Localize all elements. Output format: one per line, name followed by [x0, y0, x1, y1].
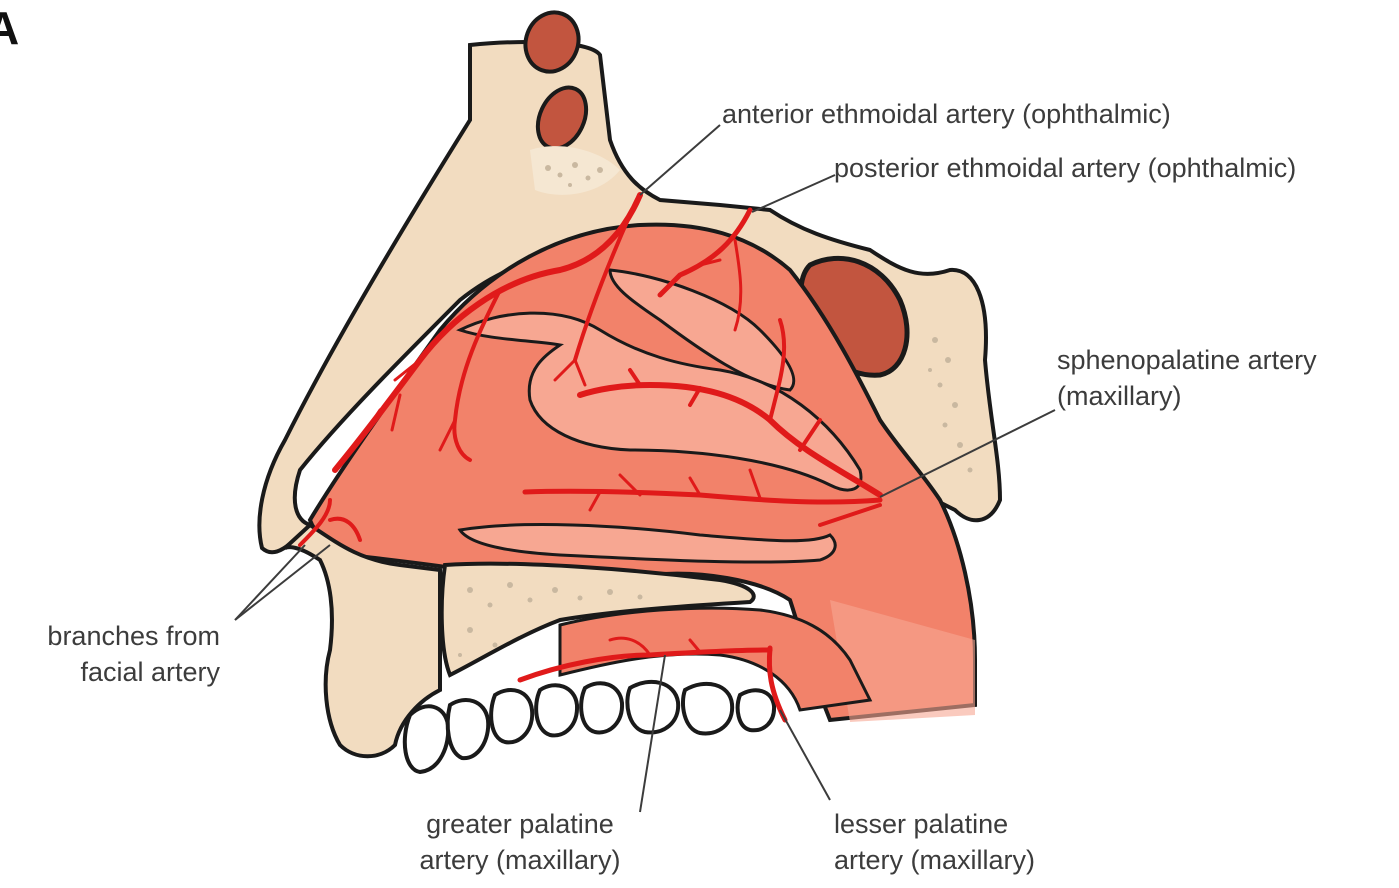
leader-facial-1: [235, 545, 305, 620]
label-sphenopalatine-line1: sphenopalatine artery: [1057, 342, 1317, 378]
label-greater-palatine-line2: artery (maxillary): [390, 842, 650, 878]
tooth-premolar-2: [581, 683, 622, 732]
tooth-premolar-1: [536, 685, 577, 735]
label-posterior-ethmoidal: posterior ethmoidal artery (ophthalmic): [834, 150, 1296, 186]
label-sphenopalatine-line2: (maxillary): [1057, 378, 1317, 414]
tooth-incisor-1: [405, 706, 448, 772]
tooth-molar-3: [738, 690, 774, 730]
tooth-canine: [491, 690, 532, 742]
leader-posterior-ethmoidal: [752, 175, 835, 212]
tooth-molar-1: [627, 682, 678, 733]
tooth-molar-2: [683, 684, 732, 734]
leader-lesser-palatine: [780, 710, 830, 800]
leader-facial-2: [235, 545, 330, 620]
tooth-incisor-2: [448, 700, 488, 758]
leader-anterior-ethmoidal: [640, 125, 720, 195]
panel-letter: A: [0, 2, 19, 54]
label-lesser-palatine-line2: artery (maxillary): [834, 842, 1035, 878]
label-greater-palatine-line1: greater palatine: [390, 806, 650, 842]
label-facial-line1: branches from: [10, 618, 220, 654]
label-anterior-ethmoidal: anterior ethmoidal artery (ophthalmic): [722, 96, 1171, 132]
label-sphenopalatine: sphenopalatine artery (maxillary): [1057, 342, 1317, 414]
label-lesser-palatine-line1: lesser palatine: [834, 806, 1035, 842]
teeth: [405, 682, 774, 772]
label-lesser-palatine: lesser palatine artery (maxillary): [834, 806, 1035, 878]
label-greater-palatine: greater palatine artery (maxillary): [390, 806, 650, 878]
label-facial-line2: facial artery: [10, 654, 220, 690]
label-facial-branches: branches from facial artery: [10, 618, 220, 690]
